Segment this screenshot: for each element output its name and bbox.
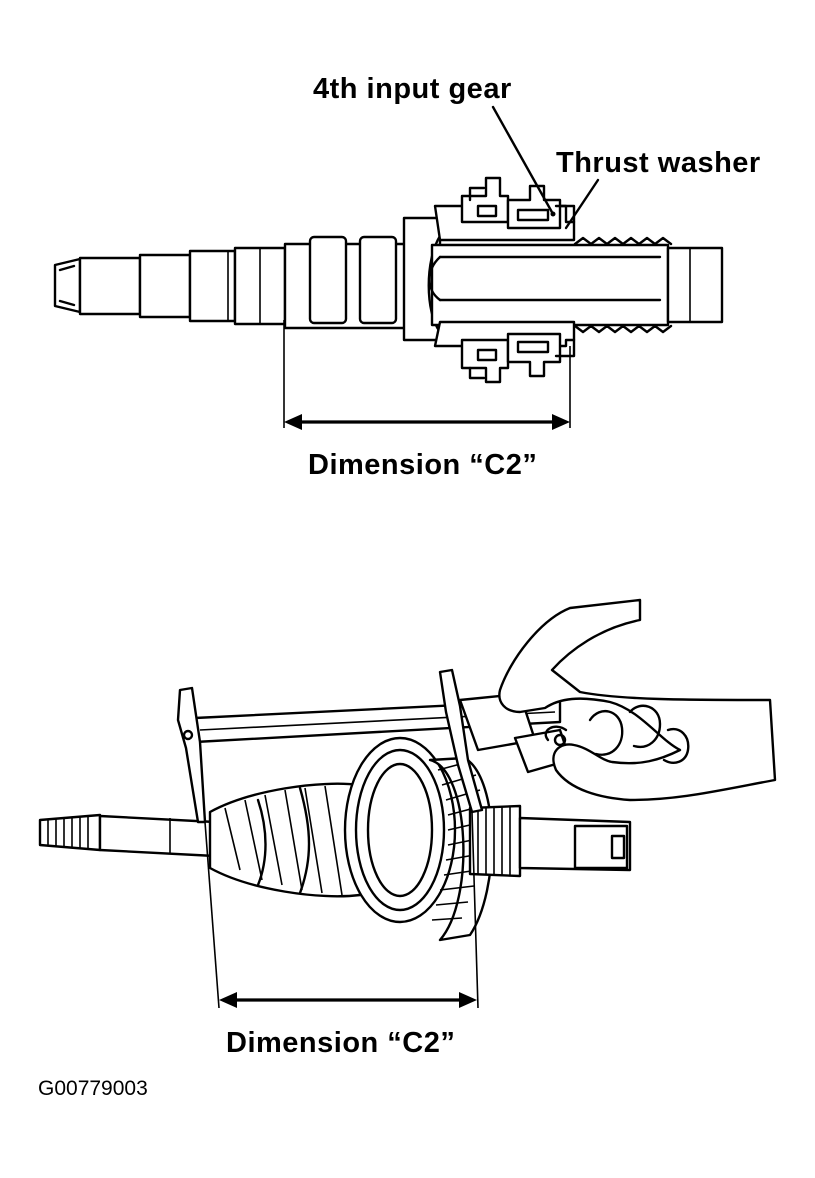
figure-code: G00779003 [38, 1077, 148, 1100]
gear-assembly-drawing [38, 736, 632, 942]
vernier-caliper [176, 668, 572, 824]
label-bottom-dimension-c2: Dimension “C2” [226, 1027, 455, 1059]
hand-holding-caliper [498, 598, 777, 802]
label-top-dimension-c2: Dimension “C2” [308, 449, 537, 481]
input-shaft-section-drawing [53, 176, 724, 384]
label-thrust-washer: Thrust washer [556, 147, 761, 179]
label-4th-input-gear: 4th input gear [313, 73, 512, 105]
gear-leader-line [491, 105, 556, 217]
washer-leader-line [564, 178, 600, 230]
top-dimension-lines [283, 320, 571, 430]
bottom-dimension-lines [204, 811, 479, 1009]
